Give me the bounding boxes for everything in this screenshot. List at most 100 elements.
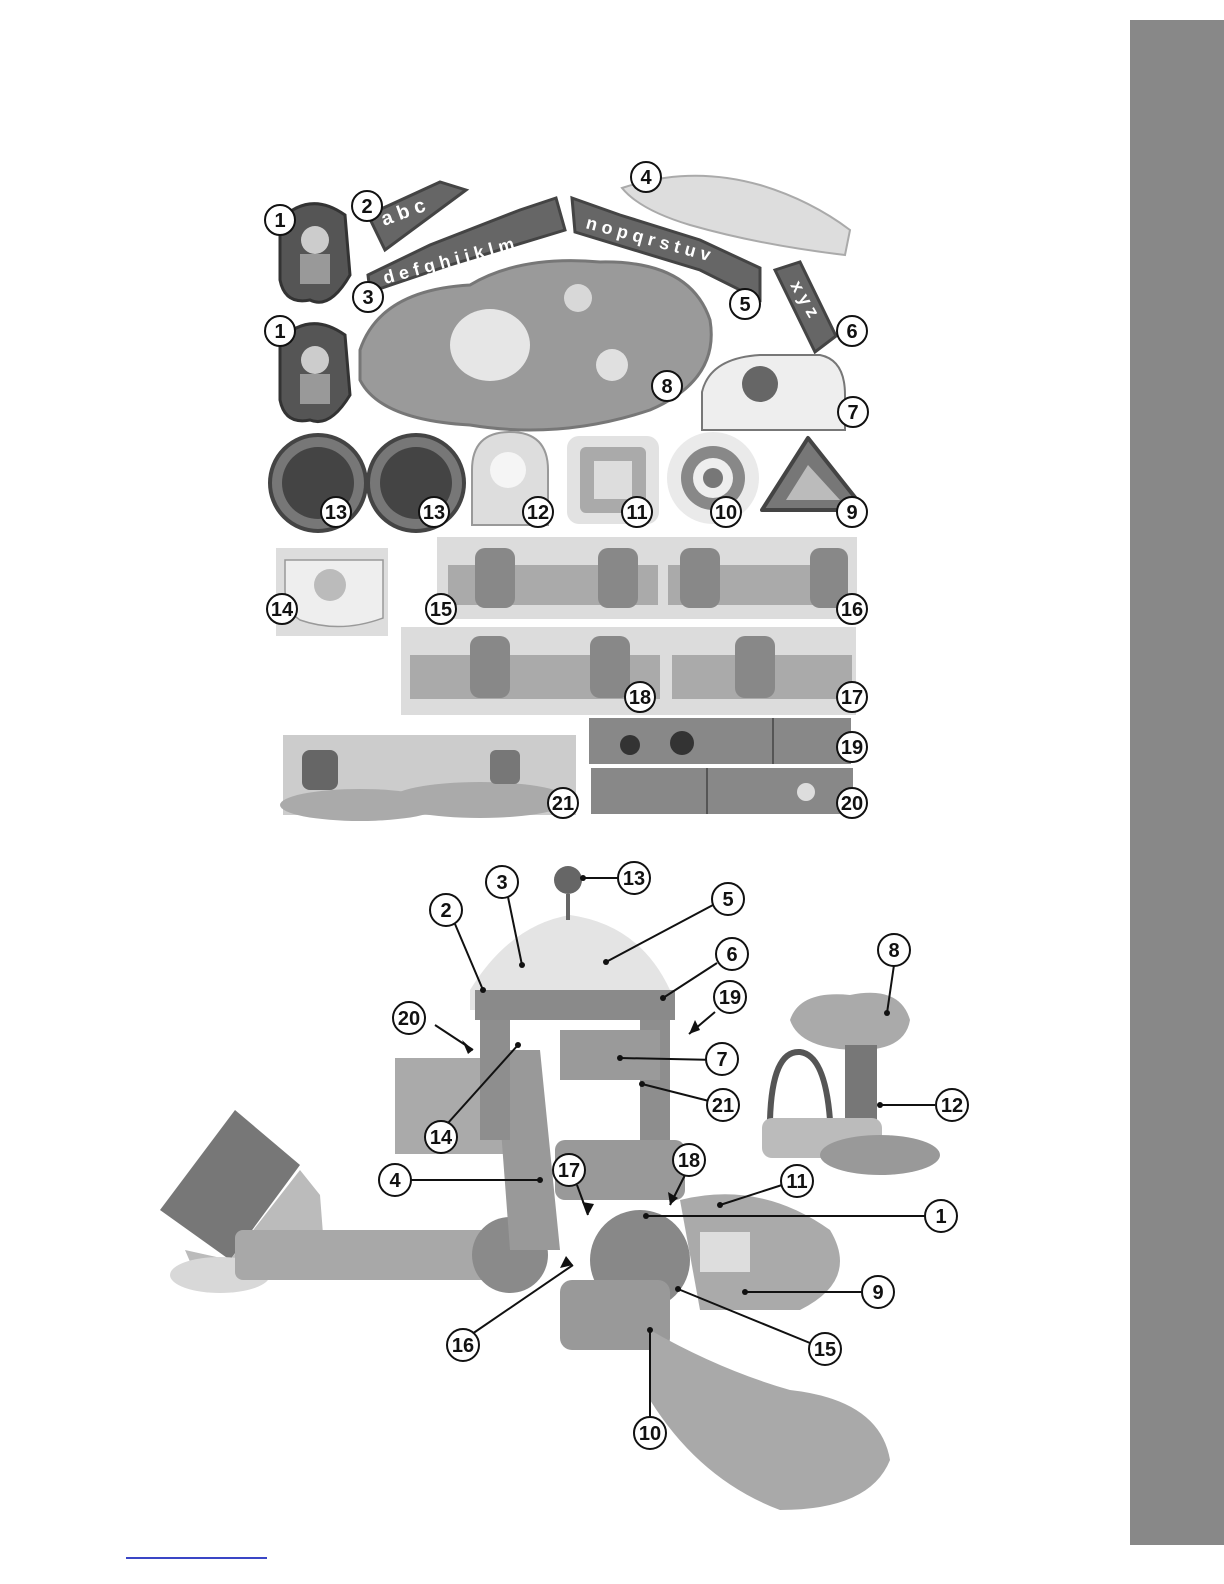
playset-callout: 18 — [673, 1144, 705, 1176]
sticker-callout: 20 — [837, 788, 867, 818]
svg-text:21: 21 — [552, 793, 574, 815]
sticker-callout: 1 — [265, 205, 295, 235]
svg-text:5: 5 — [739, 294, 750, 316]
sticker-callout: 18 — [625, 682, 655, 712]
playset-callout: 1 — [925, 1200, 957, 1232]
svg-text:14: 14 — [430, 1127, 453, 1149]
playset-callout: 19 — [714, 981, 746, 1013]
svg-text:20: 20 — [398, 1008, 420, 1030]
sticker-callout: 4 — [631, 162, 661, 192]
sticker-callout: 7 — [838, 397, 868, 427]
svg-text:10: 10 — [639, 1423, 661, 1445]
svg-text:4: 4 — [389, 1170, 401, 1192]
svg-text:16: 16 — [841, 599, 863, 621]
playset-callout: 7 — [706, 1043, 738, 1075]
sticker-callout: 2 — [352, 191, 382, 221]
svg-text:10: 10 — [715, 502, 737, 524]
svg-text:2: 2 — [361, 196, 372, 218]
svg-text:17: 17 — [841, 687, 863, 709]
sticker-callout: 19 — [837, 732, 867, 762]
svg-text:2: 2 — [440, 900, 451, 922]
svg-text:15: 15 — [430, 599, 452, 621]
playset-callout: 5 — [712, 883, 744, 915]
svg-text:3: 3 — [496, 872, 507, 894]
sticker-callout: 14 — [267, 594, 297, 624]
playset-callout: 3 — [486, 866, 518, 898]
playset-callout: 6 — [716, 938, 748, 970]
svg-text:17: 17 — [558, 1160, 580, 1182]
svg-text:18: 18 — [629, 687, 651, 709]
sticker-callout: 6 — [837, 316, 867, 346]
svg-text:4: 4 — [640, 167, 652, 189]
svg-text:18: 18 — [678, 1150, 700, 1172]
playset-callout: 20 — [393, 1002, 425, 1034]
wood-board-sticker-20 — [591, 768, 853, 814]
playset-callout: 10 — [634, 1417, 666, 1449]
wood-board-sticker-19 — [589, 718, 851, 764]
rooster-circle-sticker-1 — [270, 435, 366, 531]
svg-text:16: 16 — [452, 1335, 474, 1357]
svg-text:14: 14 — [271, 599, 294, 621]
kitten-sticker — [702, 355, 845, 430]
svg-text:7: 7 — [847, 402, 858, 424]
sticker-callout: 21 — [548, 788, 578, 818]
svg-text:6: 6 — [846, 321, 857, 343]
svg-text:15: 15 — [814, 1339, 836, 1361]
vegetable-garden-sticker — [280, 735, 576, 821]
sticker-callout: 1 — [265, 316, 295, 346]
playset-callout: 4 — [379, 1164, 411, 1196]
sticker-callout: 15 — [426, 594, 456, 624]
playset-illustration — [160, 866, 940, 1510]
sticker-callout: 8 — [652, 371, 682, 401]
svg-text:12: 12 — [941, 1095, 963, 1117]
svg-text:11: 11 — [626, 502, 647, 524]
fence-sticker-15-16 — [437, 537, 857, 619]
sticker-callout: 13 — [419, 497, 449, 527]
footer-rule — [126, 1557, 267, 1559]
playset-callout: 17 — [553, 1154, 585, 1186]
sticker-callout: 13 — [321, 497, 351, 527]
svg-text:11: 11 — [786, 1171, 807, 1193]
svg-text:13: 13 — [325, 502, 347, 524]
sticker-callout: 12 — [523, 497, 553, 527]
svg-text:9: 9 — [872, 1282, 883, 1304]
svg-text:7: 7 — [716, 1049, 727, 1071]
svg-text:12: 12 — [527, 502, 549, 524]
playset-callout: 21 — [707, 1089, 739, 1121]
svg-text:1: 1 — [274, 321, 285, 343]
playset-callout: 15 — [809, 1333, 841, 1365]
sticker-callout: 9 — [837, 497, 867, 527]
svg-text:19: 19 — [841, 737, 863, 759]
sticker-callout: 17 — [837, 682, 867, 712]
mouse-sticker — [276, 548, 388, 636]
svg-text:1: 1 — [935, 1206, 946, 1228]
playset-callout: 13 — [618, 862, 650, 894]
sticker-callout: 10 — [711, 497, 741, 527]
sticker-sheet: a b c d e f g h i j k l m n o p q r s t … — [265, 162, 868, 821]
svg-text:3: 3 — [362, 287, 373, 309]
rooster-circle-sticker-2 — [368, 435, 464, 531]
svg-text:1: 1 — [274, 210, 285, 232]
svg-text:6: 6 — [726, 944, 737, 966]
playset-callout: 8 — [878, 934, 910, 966]
playset-callout: 2 — [430, 894, 462, 926]
svg-text:21: 21 — [712, 1095, 734, 1117]
svg-text:8: 8 — [888, 940, 899, 962]
playset-callout: 16 — [447, 1329, 479, 1361]
svg-text:8: 8 — [661, 376, 672, 398]
sticker-callout: 11 — [622, 497, 652, 527]
svg-text:19: 19 — [719, 987, 741, 1009]
playset-callout: 14 — [425, 1121, 457, 1153]
sticker-callout: 16 — [837, 594, 867, 624]
playset-callout: 12 — [936, 1089, 968, 1121]
tree-top-sticker — [360, 261, 711, 430]
playset-callout: 11 — [781, 1165, 813, 1197]
svg-text:20: 20 — [841, 793, 863, 815]
playset-callout: 9 — [862, 1276, 894, 1308]
svg-text:13: 13 — [623, 868, 645, 890]
svg-text:9: 9 — [846, 502, 857, 524]
sticker-callout: 3 — [353, 282, 383, 312]
sticker-callout: 5 — [730, 289, 760, 319]
letters-xyz-sticker: x y z — [775, 262, 836, 352]
svg-text:13: 13 — [423, 502, 445, 524]
